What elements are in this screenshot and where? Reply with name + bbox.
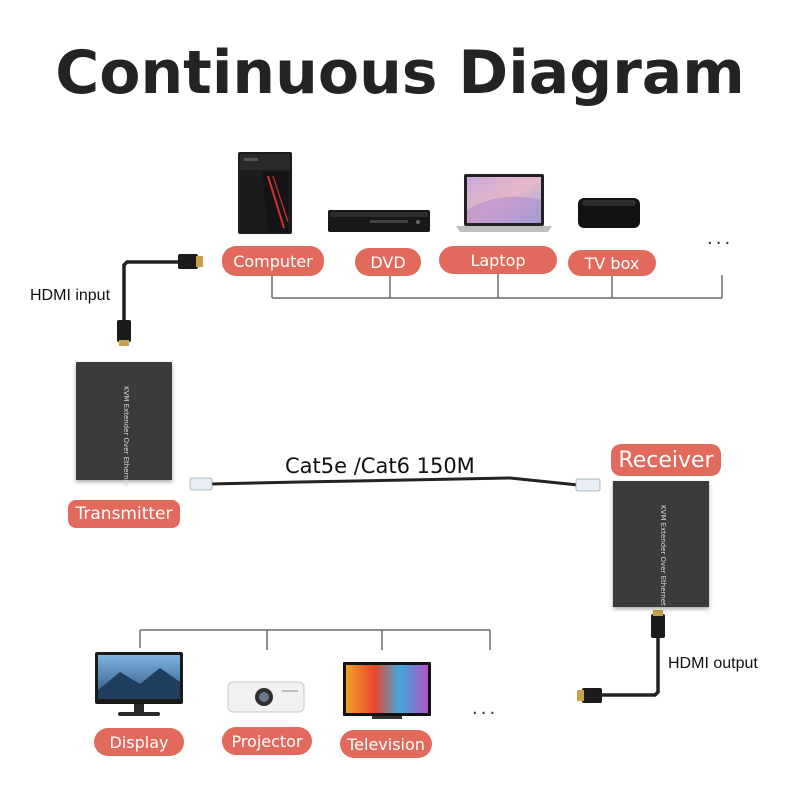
hdmi-plug-bottom [117,320,131,342]
tv-box-icon [578,198,640,228]
projector-icon [227,681,305,713]
source-label-computer: Computer [222,246,324,276]
television-icon [343,662,431,719]
outputs-more: ... [472,698,499,719]
hdmi-output-cable [600,636,660,697]
receiver-device-text: KVM Extender Over Ethernet [659,505,667,606]
receiver-label: Receiver [611,444,721,476]
output-label-television: Television [340,730,432,758]
transmitter-label: Transmitter [68,500,180,528]
hdmi-plug-top [178,254,198,269]
output-label-display: Display [94,728,184,756]
output-label-projector: Projector [222,727,312,755]
rj45-right [575,478,601,492]
hdmi-output-label: HDMI output [668,655,758,672]
source-label-dvd: DVD [355,248,421,276]
transmitter-device-text: KVM Extender Over Ethernet [122,386,130,487]
hdmi-input-cable [122,260,182,322]
hdmi-plug-receiver [651,614,665,638]
receiver-device: KVM Extender Over Ethernet [613,481,709,607]
source-label-laptop: Laptop [439,246,557,274]
page-title: Continuous Diagram [55,38,745,108]
source-label-tv-box: TV box [568,250,656,276]
computer-tower-icon [238,152,292,234]
rj45-left [189,477,213,491]
hdmi-input-label: HDMI input [30,287,111,304]
source-bus [271,272,723,299]
hdmi-plug-output [582,688,602,703]
laptop-icon [456,174,552,232]
ethernet-cable [209,476,579,487]
monitor-icon [95,652,183,716]
dvd-player-icon [328,210,430,232]
output-bus [139,629,491,650]
cable-label: Cat5e /Cat6 150M [285,454,475,478]
transmitter-device: KVM Extender Over Ethernet [76,362,172,487]
sources-more: ... [707,228,734,249]
